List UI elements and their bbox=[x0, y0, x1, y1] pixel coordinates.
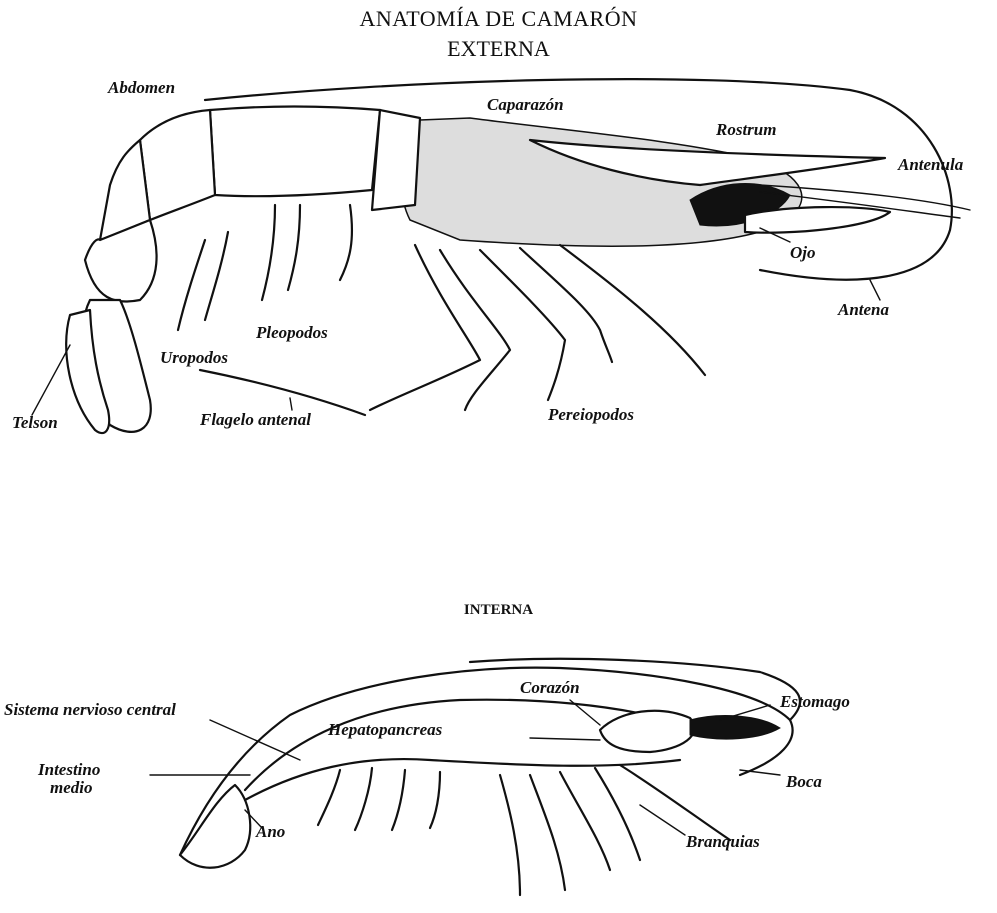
label-estomago: Estomago bbox=[780, 692, 850, 712]
label-corazon: Corazón bbox=[520, 678, 580, 698]
internal-leg-3 bbox=[560, 772, 610, 870]
label-caparazon: Caparazón bbox=[487, 95, 564, 115]
stomach-dark bbox=[690, 716, 780, 739]
label-medio: medio bbox=[50, 778, 93, 798]
label-ano: Ano bbox=[256, 822, 285, 842]
label-boca: Boca bbox=[786, 772, 822, 792]
label-antena: Antena bbox=[838, 300, 889, 320]
internal-leg-2 bbox=[530, 775, 565, 890]
internal-pleopod-4 bbox=[430, 772, 440, 828]
label-rostrum: Rostrum bbox=[716, 120, 776, 140]
ventral-nerve-cord bbox=[245, 759, 680, 800]
label-abdomen: Abdomen bbox=[108, 78, 175, 98]
internal-leg-1 bbox=[500, 775, 520, 895]
branquias-leader bbox=[640, 805, 685, 835]
corazon-leader bbox=[570, 700, 600, 725]
internal-leg-4 bbox=[595, 768, 640, 860]
internal-tail bbox=[180, 785, 250, 868]
label-antenula: Antenula bbox=[898, 155, 963, 175]
internal-pleopod-2 bbox=[355, 768, 372, 830]
label-branquias: Branquias bbox=[686, 832, 760, 852]
label-hepatopancreas: Hepatopancreas bbox=[328, 720, 442, 740]
label-telson: Telson bbox=[12, 413, 58, 433]
sistema-leader bbox=[210, 720, 300, 760]
label-sistema-nervioso: Sistema nervioso central bbox=[4, 700, 176, 720]
internal-pleopod-1 bbox=[318, 770, 340, 825]
label-flagelo-antenal: Flagelo antenal bbox=[200, 410, 311, 430]
label-uropodos: Uropodos bbox=[160, 348, 228, 368]
hepato-leader bbox=[530, 738, 600, 740]
label-ojo: Ojo bbox=[790, 243, 816, 263]
stomach-organ bbox=[600, 711, 694, 752]
label-intestino: Intestino bbox=[38, 760, 100, 780]
label-pleopodos: Pleopodos bbox=[256, 323, 328, 343]
dorsal-vessel bbox=[245, 700, 670, 790]
internal-pleopod-3 bbox=[392, 770, 405, 830]
label-pereiopodos: Pereiopodos bbox=[548, 405, 634, 425]
